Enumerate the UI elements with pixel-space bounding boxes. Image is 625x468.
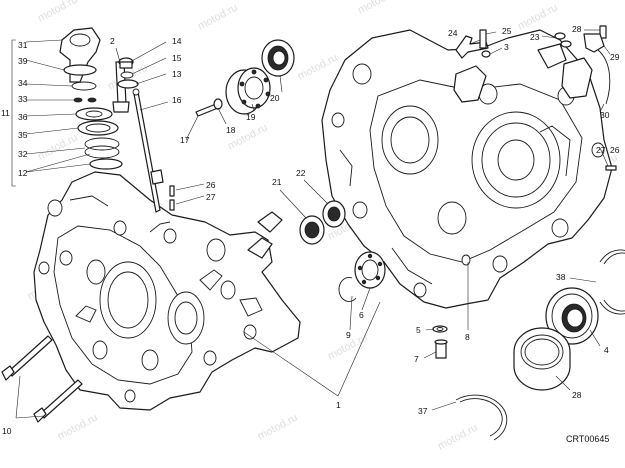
watermark-text: motod.ru — [256, 412, 300, 443]
right-crankcase-half — [321, 29, 613, 309]
callout-32: 31 — [18, 40, 28, 50]
screw-25 — [479, 29, 487, 49]
watermark-text: motod.ru — [356, 0, 400, 17]
callout-2: 2 — [110, 36, 115, 46]
clip-3 — [481, 50, 491, 58]
callout-16: 16 — [172, 95, 182, 105]
bearing-4 — [545, 287, 599, 345]
watermark-text: motod.ru — [436, 422, 480, 453]
washer-5 — [432, 325, 448, 333]
callout-30: 29 — [610, 52, 620, 62]
callout-28: 28 — [572, 390, 582, 400]
washer-18 — [213, 98, 223, 110]
callout-20: 20 — [270, 93, 280, 103]
callout-13: 13 — [172, 69, 182, 79]
bearing-21 — [299, 215, 325, 245]
callout-33: 32 — [18, 149, 28, 159]
left-crankcase-half — [33, 171, 301, 411]
callout-27-right: 27 — [596, 145, 606, 155]
watermark-text: motod.ru — [36, 0, 80, 25]
callout-27-left: 27 — [206, 192, 216, 202]
callout-21: 21 — [272, 177, 282, 187]
callout-1: 1 — [336, 400, 341, 410]
bushing-28 — [513, 327, 571, 391]
callout-29: 28 — [572, 24, 582, 34]
callout-38: 37 — [418, 406, 428, 416]
callout-19: 19 — [246, 112, 256, 122]
callout-36: 35 — [18, 130, 28, 140]
callout-8: 8 — [465, 332, 470, 342]
callout-6: 6 — [359, 310, 364, 320]
sensor-30 — [583, 33, 611, 105]
callout-34: 33 — [18, 94, 28, 104]
callout-24: 24 — [448, 28, 458, 38]
callout-31: 30 — [600, 110, 610, 120]
callout-9: 9 — [346, 330, 351, 340]
bushing-14-15-13 — [117, 57, 139, 89]
seal-20 — [261, 39, 295, 77]
dowels-26-27 — [169, 165, 617, 211]
stud-rod-16 — [132, 88, 164, 213]
callout-39: 38 — [556, 272, 566, 282]
callout-11: 11 — [1, 108, 10, 118]
callout-10: 10 — [2, 426, 12, 436]
bearing-19 — [225, 67, 271, 115]
watermark-text: motod.ru — [196, 2, 240, 33]
callout-37: 36 — [18, 112, 28, 122]
callout-labels: 31 39 34 33 36 35 32 12 11 2 14 15 13 16… — [1, 24, 620, 436]
leader-lines — [11, 29, 611, 419]
bolt-10-lower — [33, 379, 83, 423]
circlip-9 — [338, 277, 357, 302]
drawing-code: CRT00645 — [566, 434, 609, 444]
callout-7: 7 — [414, 354, 419, 364]
bolt-10-upper — [1, 335, 53, 381]
callout-22: 22 — [296, 168, 306, 178]
snap-ring-39 — [599, 249, 625, 315]
callout-12: 12 — [18, 168, 28, 178]
callout-5: 5 — [416, 325, 421, 335]
callout-23: 23 — [530, 32, 540, 42]
callout-25: 25 — [502, 26, 512, 36]
callout-26-right: 26 — [610, 145, 620, 155]
washer-23 — [554, 32, 572, 48]
callout-3: 3 — [504, 42, 509, 52]
bearing-6 — [354, 251, 386, 289]
callout-15: 15 — [172, 53, 182, 63]
callout-17: 17 — [180, 135, 190, 145]
watermark-text: motod.ru — [516, 2, 560, 33]
callout-18: 18 — [226, 125, 236, 135]
circlip-38 — [455, 394, 508, 441]
callout-26: 26 — [206, 180, 216, 190]
callout-35: 34 — [18, 78, 28, 88]
callout-40: 39 — [18, 56, 28, 66]
watermark-text: motod.ru — [36, 132, 80, 163]
bearing-22 — [322, 200, 346, 228]
plug-7 — [434, 339, 448, 359]
callout-4: 4 — [604, 345, 609, 355]
watermark-text: motod.ru — [296, 52, 340, 83]
watermark-text: motod.ru — [56, 412, 100, 443]
callout-14: 14 — [172, 36, 182, 46]
breather-assembly-stack — [59, 27, 123, 170]
